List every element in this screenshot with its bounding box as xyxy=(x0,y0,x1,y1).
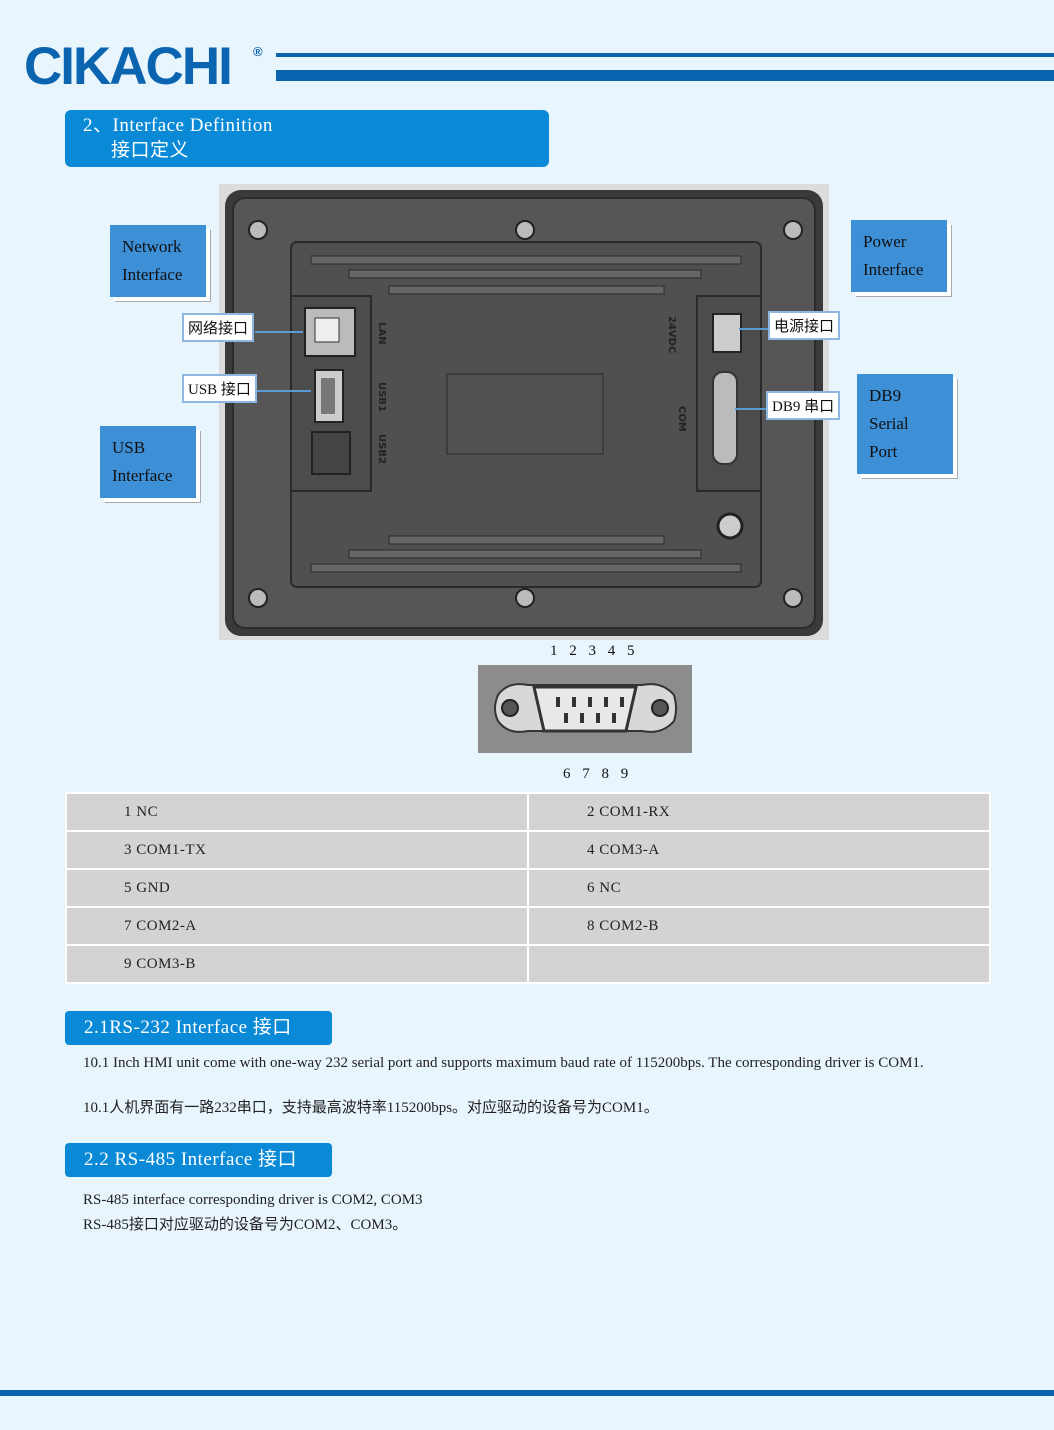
callout-line: USB xyxy=(112,438,146,457)
rs485-description-cn: RS-485接口对应驱动的设备号为COM2、COM3。 xyxy=(83,1217,408,1233)
pin-cell: 2 COM1-RX xyxy=(527,792,991,832)
db9-serial-callout: DB9 Serial Port xyxy=(857,374,953,474)
section-title-en: 2、Interface Definition xyxy=(83,115,273,136)
network-interface-callout: Network Interface xyxy=(110,225,206,297)
power-port-label: 电源接口 xyxy=(768,311,841,340)
pin-cell: 1 NC xyxy=(65,792,529,832)
callout-line: Port xyxy=(869,442,898,461)
com-port-text: COM xyxy=(676,406,687,432)
power-interface-callout: Power Interface xyxy=(851,220,947,292)
pin-cell: 6 NC xyxy=(527,868,991,908)
pin-cell: 8 COM2-B xyxy=(527,906,991,946)
usb1-port-text: USB1 xyxy=(376,382,387,412)
header-divider-thin xyxy=(276,53,1054,57)
pin-cell: 9 COM3-B xyxy=(65,944,529,984)
pin-cell xyxy=(527,944,991,984)
db9-pins-top: 1 2 3 4 5 xyxy=(550,643,639,659)
pin-cell: 5 GND xyxy=(65,868,529,908)
registered-mark: ® xyxy=(253,44,263,59)
vdc-text: 24VDC xyxy=(666,316,677,353)
rs232-description-cn: 10.1人机界面有一路232串口，支持最高波特率115200bps。对应驱动的设… xyxy=(83,1100,659,1116)
pin-cell: 4 COM3-A xyxy=(527,830,991,870)
section-title-cn: 接口定义 xyxy=(111,140,190,161)
callout-line: Network xyxy=(122,237,182,256)
table-row: 9 COM3-B xyxy=(65,944,991,984)
rs232-description-en: 10.1 Inch HMI unit come with one-way 232… xyxy=(83,1055,924,1071)
callout-line: Interface xyxy=(863,260,924,279)
pin-cell: 7 COM2-A xyxy=(65,906,529,946)
hmi-rear-panel-image: LAN USB1 USB2 24VDC COM xyxy=(219,184,829,640)
callout-line: Serial xyxy=(869,414,909,433)
callout-line: Interface xyxy=(122,265,183,284)
network-port-label: 网络接口 xyxy=(182,313,255,342)
callout-line: Power xyxy=(863,232,907,251)
usb-port-label: USB 接口 xyxy=(182,374,257,403)
pin-cell: 3 COM1-TX xyxy=(65,830,529,870)
usb2-port-text: USB2 xyxy=(376,434,387,464)
section-title: 2、Interface Definition 接口定义 xyxy=(65,110,549,167)
footer-divider xyxy=(0,1390,1054,1396)
brand-logo: CIKACHI xyxy=(24,37,233,96)
rs485-description-en: RS-485 interface corresponding driver is… xyxy=(83,1192,423,1208)
callout-line: Interface xyxy=(112,466,173,485)
rs485-heading: 2.2 RS-485 Interface 接口 xyxy=(65,1143,332,1177)
db9-port-label: DB9 串口 xyxy=(766,391,841,420)
rs232-heading: 2.1RS-232 Interface 接口 xyxy=(65,1011,332,1045)
usb-interface-callout: USB Interface xyxy=(100,426,196,498)
header-divider-thick xyxy=(276,70,1054,81)
callout-line: DB9 xyxy=(869,386,902,405)
lan-port-text: LAN xyxy=(376,322,387,344)
db9-pins-bottom: 6 7 8 9 xyxy=(563,766,633,782)
db9-connector-image xyxy=(478,665,692,753)
